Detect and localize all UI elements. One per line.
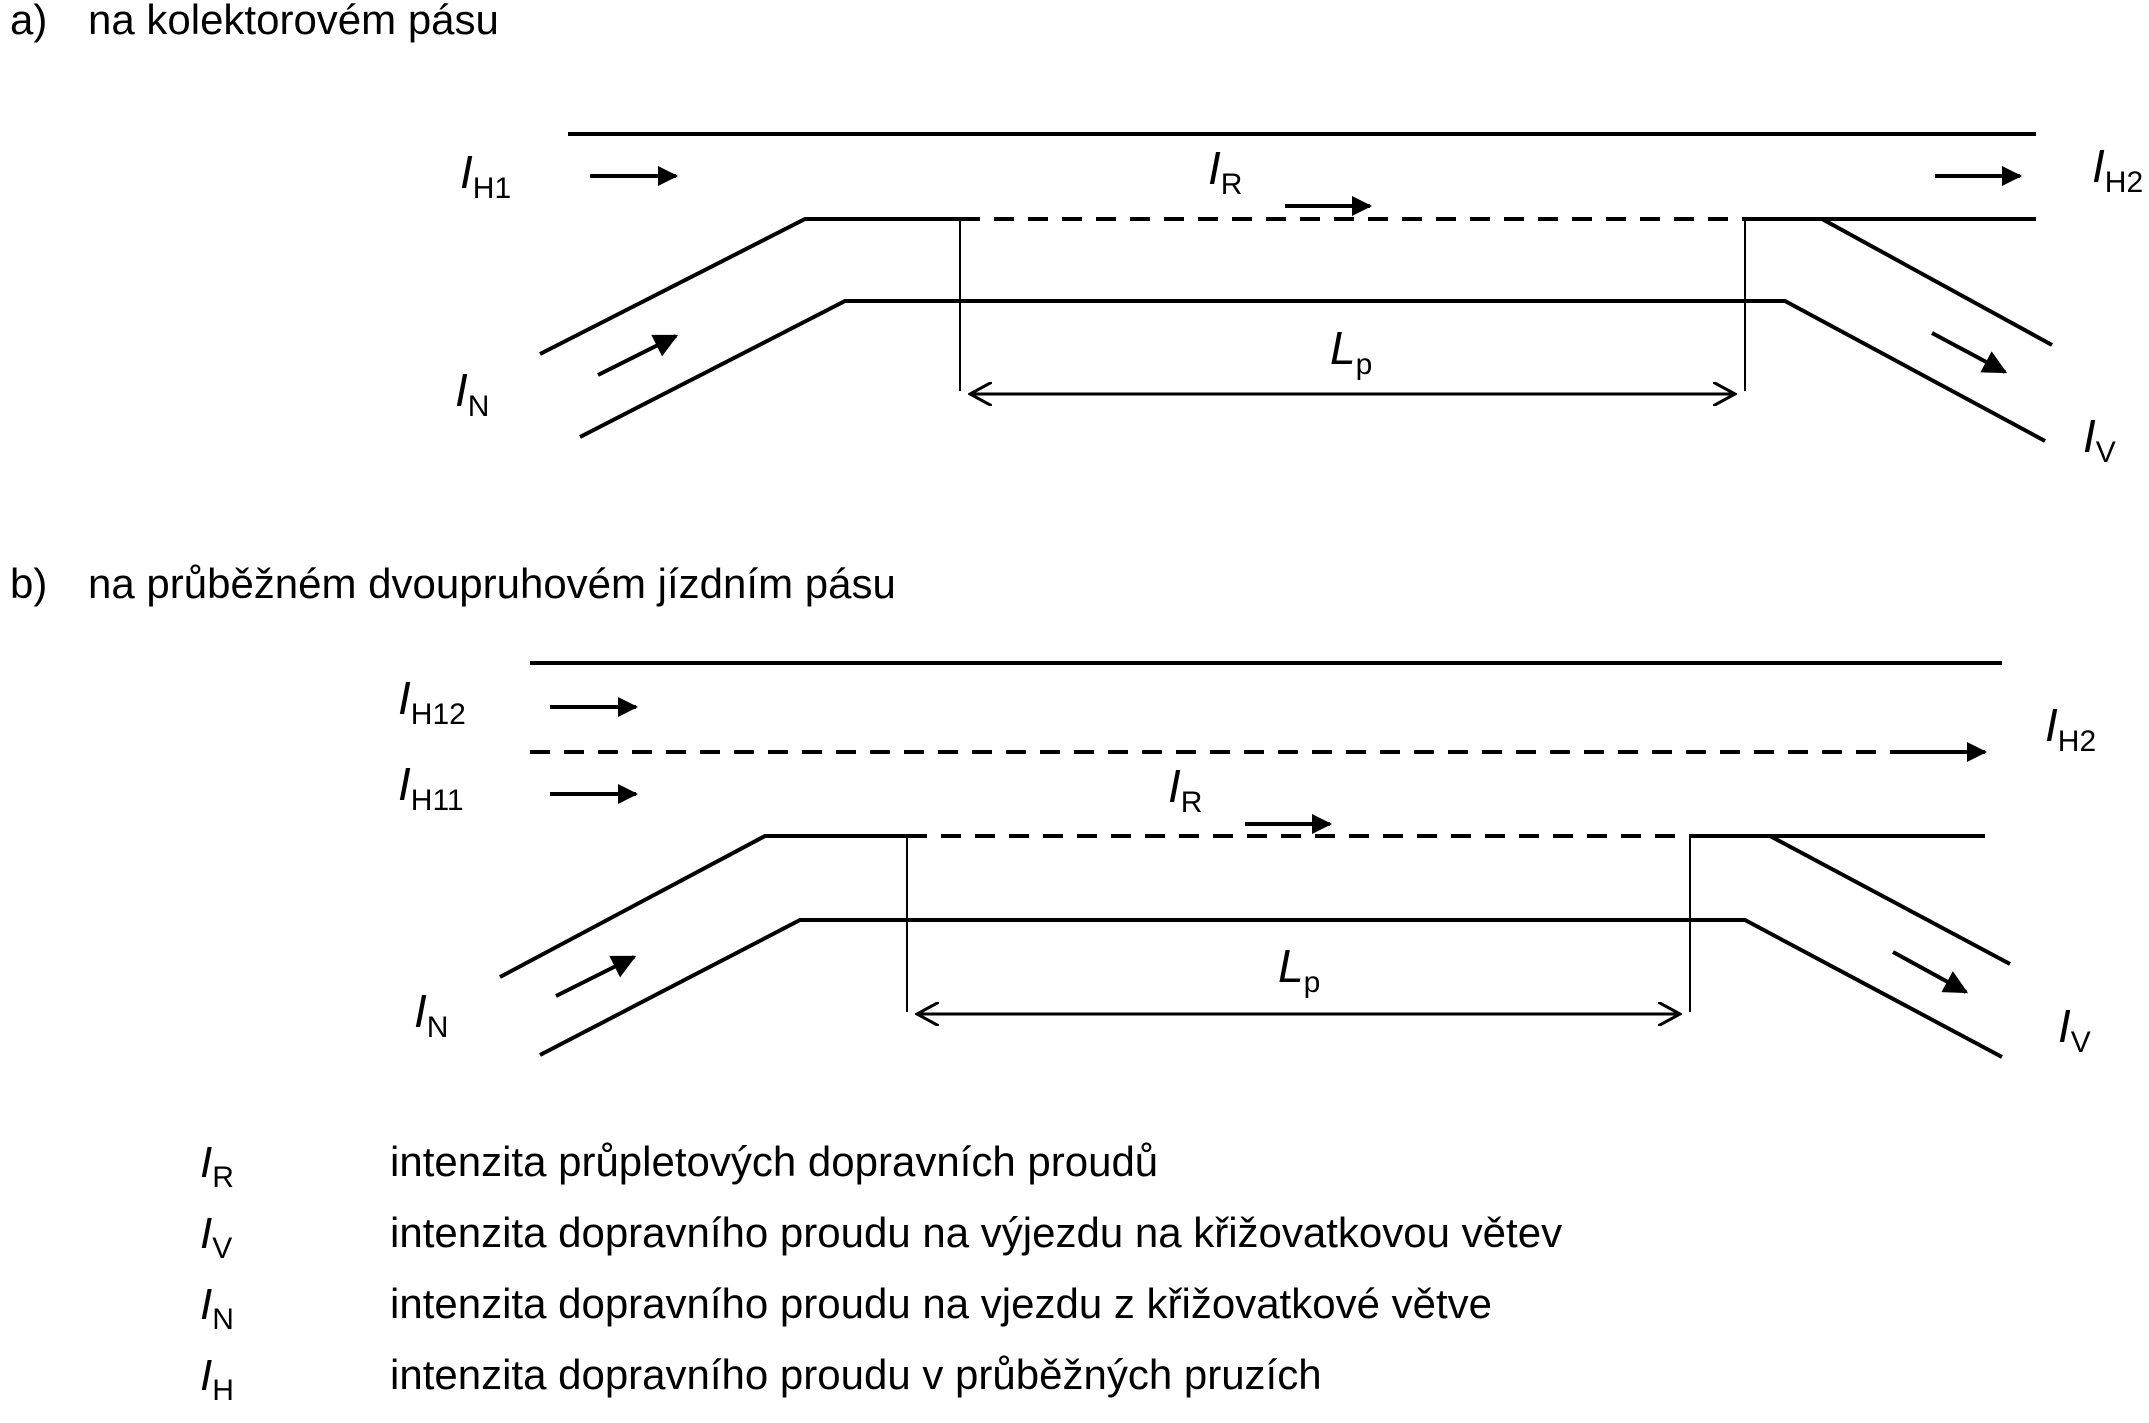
flow-arrow-iv xyxy=(1892,950,1969,994)
flow-arrow-iv xyxy=(1931,331,2008,374)
road-edge-lower xyxy=(579,299,2046,443)
label-in: IN xyxy=(455,364,489,423)
label-lp: Lp xyxy=(1330,322,1372,381)
label-ir: IR xyxy=(1168,760,1202,819)
legend-description: intenzita průpletových dopravních proudů xyxy=(390,1138,1159,1185)
road-edge-middle-left xyxy=(499,834,907,979)
label-ih11: IH11 xyxy=(398,758,464,817)
legend-symbol: IR xyxy=(200,1138,234,1194)
section-b-heading: b) na průběžném dvoupruhovém jízdním pásu xyxy=(10,560,896,608)
legend-description: intenzita dopravního proudu na vjezdu z … xyxy=(390,1280,1492,1327)
flow-arrow-in xyxy=(555,955,637,998)
section-a-title: na kolektorovém pásu xyxy=(88,0,499,43)
label-ih2: IH2 xyxy=(2092,140,2143,199)
legend-description: intenzita dopravního proudu v průběžných… xyxy=(390,1351,1322,1398)
legend-symbol: IH xyxy=(200,1351,234,1407)
section-b-letter: b) xyxy=(10,560,48,607)
exit-ramp-upper-edge xyxy=(1821,217,2053,347)
diagram-a: IH1 IR IH2 IN Lp IV xyxy=(455,132,2143,469)
label-iv: IV xyxy=(2058,1000,2091,1059)
label-iv: IV xyxy=(2083,410,2116,469)
section-b-title: na průběžném dvoupruhovém jízdním pásu xyxy=(88,560,896,607)
section-a-letter: a) xyxy=(10,0,48,43)
label-in: IN xyxy=(414,985,448,1044)
legend-symbol: IV xyxy=(200,1209,233,1265)
label-lp: Lp xyxy=(1278,940,1320,999)
legend-symbol: IN xyxy=(200,1280,234,1336)
diagram-b: IH12 IH11 IR IH2 IN Lp IV xyxy=(398,661,2096,1059)
road-edge-lower xyxy=(539,918,2003,1059)
legend-description: intenzita dopravního proudu na výjezdu n… xyxy=(390,1209,1563,1256)
label-ir: IR xyxy=(1208,142,1242,201)
label-ih12: IH12 xyxy=(398,672,466,731)
label-ih2: IH2 xyxy=(2045,699,2096,758)
section-a-heading: a) na kolektorovém pásu xyxy=(10,0,499,44)
road-edge-middle-left xyxy=(539,217,960,356)
exit-ramp-upper-edge xyxy=(1769,834,2011,966)
flow-arrow-in xyxy=(597,334,679,377)
label-ih1: IH1 xyxy=(460,146,511,205)
